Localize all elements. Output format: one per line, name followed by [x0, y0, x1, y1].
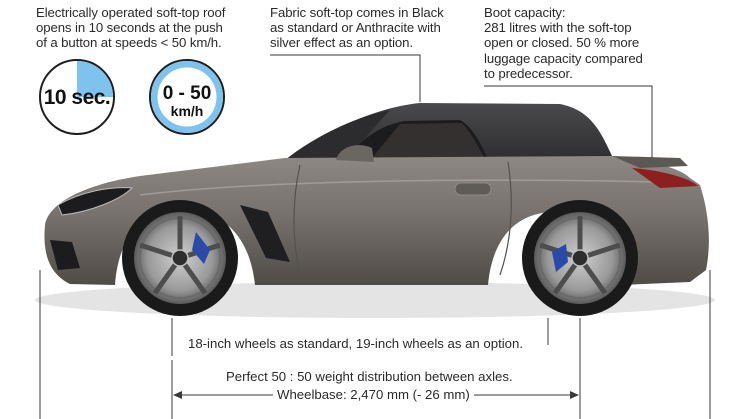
roof-operation-callout: Electrically operated soft-top roof open…: [36, 5, 225, 51]
roof-operation-line-2: opens in 10 seconds at the push: [36, 20, 223, 36]
door-handle: [454, 182, 492, 196]
boot-line-3: open or closed. 50 % more: [484, 35, 640, 51]
speed-badge-ring: [151, 61, 223, 133]
boot-line-2: 281 litres with the soft-top: [484, 20, 632, 36]
wheelbase-callout: Wheelbase: 2,470 mm (- 26 mm): [273, 387, 474, 402]
fabric-line-3: silver effect as an option.: [270, 35, 413, 51]
fabric-callout: Fabric soft-top comes in Black as standa…: [270, 5, 444, 51]
time-badge: 10 sec.: [39, 59, 115, 135]
rear-wheel: [522, 200, 638, 316]
front-intake: [50, 240, 80, 270]
front-wheel: [122, 200, 238, 316]
wheels-callout: 18-inch wheels as standard, 19-inch whee…: [188, 336, 524, 351]
roof-operation-line-1: Electrically operated soft-top roof: [36, 5, 226, 20]
side-window-reflection: [372, 123, 484, 158]
boot-leader-line: [484, 85, 653, 158]
body-crease: [139, 179, 661, 196]
boot-line-4: luggage capacity compared: [484, 50, 643, 66]
wheelbase-arrow-left-head: [173, 391, 182, 399]
fabric-line-1: Fabric soft-top comes in Black: [270, 5, 444, 20]
boot-callout: Boot capacity: 281 litres with the soft-…: [484, 5, 643, 81]
speed-badge-range: 0 - 50: [162, 83, 212, 104]
rear-deck: [612, 156, 688, 168]
headlight: [57, 187, 134, 216]
boot-line-1: Boot capacity:: [484, 5, 566, 20]
door-line: [293, 164, 301, 276]
time-badge-value: 10 sec.: [43, 86, 111, 109]
fabric-leader-line: [270, 54, 421, 102]
tail-light: [632, 168, 698, 188]
fabric-line-2: as standard or Anthracite with: [270, 20, 441, 36]
weight-distribution-callout: Perfect 50 : 50 weight distribution betw…: [226, 369, 513, 384]
windshield: [285, 110, 390, 160]
side-gill: [240, 205, 290, 262]
side-mirror: [336, 145, 374, 162]
speed-badge-unit: km/h: [170, 103, 204, 119]
speed-badge: 0 - 50 km/h: [149, 59, 225, 135]
time-badge-fill: [77, 61, 113, 97]
wheelbase-arrow-right-head: [570, 391, 579, 399]
door-rear-line: [499, 161, 512, 276]
roof-operation-line-3: of a button at speeds < 50 km/h.: [36, 35, 222, 51]
boot-line-5: to predecessor.: [484, 65, 573, 81]
